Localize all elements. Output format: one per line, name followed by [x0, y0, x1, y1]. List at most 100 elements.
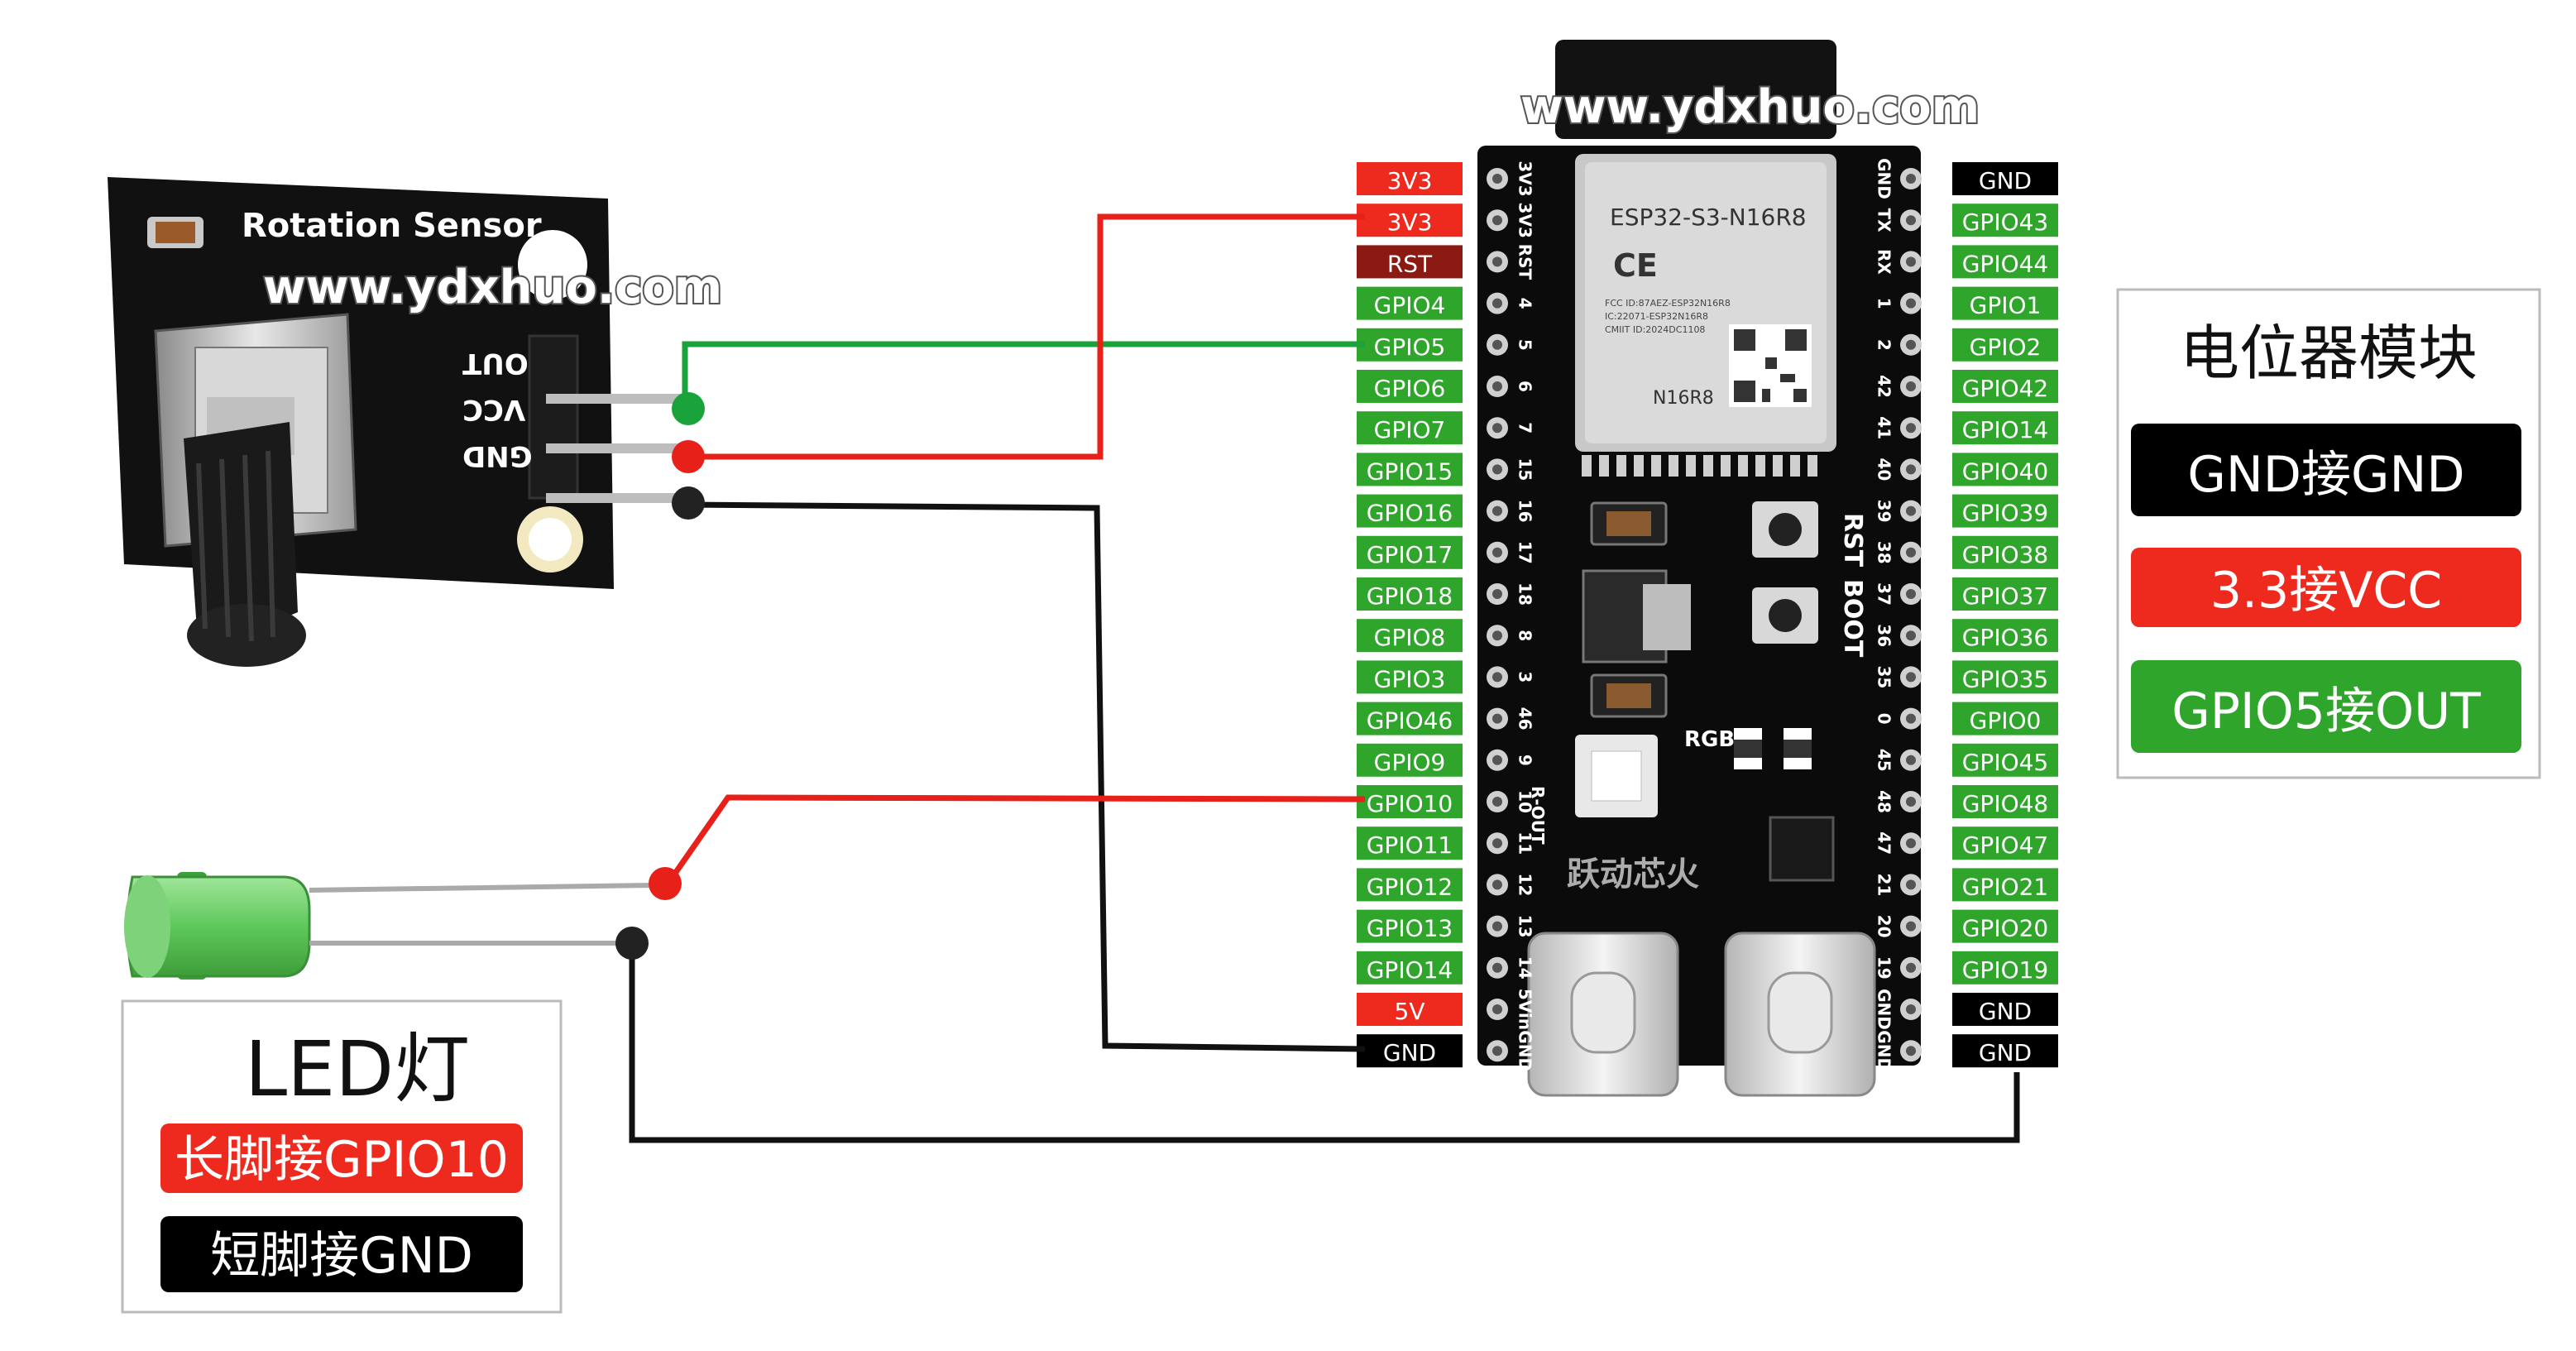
fcc-line-2: IC:22071-ESP32N16R8 — [1605, 311, 1708, 322]
left-silk-8: 16 — [1515, 500, 1535, 523]
pot-row-vcc-text: 3.3接VCC — [2210, 562, 2442, 620]
left-pin-label-15: GPIO10 — [1357, 785, 1463, 818]
pin-label-bg — [1952, 494, 2058, 528]
sensor-title: Rotation Sensor — [242, 207, 542, 245]
pin-label-text: GPIO14 — [1367, 956, 1453, 984]
left-silk-2: RST — [1515, 244, 1535, 280]
right-header-pin-14: 45 — [1875, 749, 1922, 772]
right-silk-21: GND — [1875, 1030, 1894, 1071]
left-pin-label-14: GPIO9 — [1357, 743, 1463, 777]
right-pin-label-20: GND — [1952, 993, 2058, 1026]
pin-label-text: GPIO6 — [1374, 375, 1446, 402]
left-header-pin-12: 3 — [1487, 666, 1535, 688]
led-panel: LED灯 长脚接GPIO10 短脚接GND — [121, 999, 563, 1314]
pin-label-bg — [1952, 577, 2058, 611]
pin-label-text: GPIO9 — [1374, 749, 1446, 776]
pin-label-bg — [1357, 328, 1463, 362]
pin-label-bg — [1952, 162, 2058, 195]
brand-text: 跃动芯火 — [1567, 855, 1699, 893]
pin-label-bg — [1357, 411, 1463, 445]
pin-label-text: RST — [1387, 250, 1433, 277]
pin-label-text: GPIO38 — [1962, 541, 2049, 568]
pot-panel-title: 电位器模块 — [2180, 319, 2478, 388]
right-header-pin-15: 48 — [1875, 790, 1922, 813]
fcc-line-1: FCC ID:87AEZ-ESP32N16R8 — [1605, 298, 1731, 309]
fcc-line-3: CMIIT ID:2024DC1108 — [1605, 324, 1705, 335]
left-silk-4: 5 — [1515, 339, 1535, 351]
pin-label-bg — [1952, 204, 2058, 237]
rgb-led-icon — [1575, 735, 1658, 817]
right-silk-18: 20 — [1875, 915, 1894, 938]
pin-label-text: GPIO11 — [1367, 831, 1453, 859]
left-silk-15: 10 — [1515, 790, 1535, 813]
left-silk-14: 9 — [1515, 755, 1535, 766]
left-header-pin-19: 14 — [1487, 956, 1535, 980]
sensor-header-pins — [546, 394, 685, 503]
right-pin-label-19: GPIO19 — [1952, 951, 2058, 985]
left-silk-17: 12 — [1515, 873, 1535, 896]
pin-label-text: GPIO13 — [1367, 915, 1453, 942]
pin-label-bg — [1952, 535, 2058, 569]
pin-label-text: GPIO0 — [1970, 707, 2042, 735]
left-header-pin-0: 3V3 — [1487, 160, 1535, 197]
left-header-pin-10: 18 — [1487, 582, 1535, 606]
left-silk-6: 7 — [1515, 422, 1535, 434]
right-silk-11: 36 — [1875, 624, 1894, 647]
right-silk-19: 19 — [1875, 956, 1894, 980]
left-pin-label-19: GPIO14 — [1357, 951, 1463, 985]
right-header-pin-5: 42 — [1875, 375, 1922, 398]
pin-label-bg — [1357, 909, 1463, 943]
left-pin-label-4: GPIO5 — [1357, 328, 1463, 362]
left-silk-12: 3 — [1515, 671, 1535, 683]
pin-label-bg — [1952, 993, 2058, 1026]
right-pin-label-11: GPIO36 — [1952, 619, 2058, 653]
led-component — [124, 872, 654, 980]
pin-label-bg — [1952, 868, 2058, 902]
left-pin-label-8: GPIO16 — [1357, 494, 1463, 528]
left-pin-label-9: GPIO17 — [1357, 535, 1463, 569]
wire-vcc-to-3v3 — [685, 213, 1365, 460]
right-pin-label-12: GPIO35 — [1952, 660, 2058, 694]
pin-label-text: GPIO42 — [1962, 375, 2049, 402]
pin-label-bg — [1357, 619, 1463, 653]
pin-label-text: GPIO46 — [1367, 707, 1453, 735]
left-silk-11: 8 — [1515, 630, 1535, 641]
right-pin-label-10: GPIO37 — [1952, 577, 2058, 611]
pin-label-bg — [1357, 993, 1463, 1026]
mount-hole-top — [518, 230, 587, 299]
left-header-pin-7: 15 — [1487, 458, 1535, 481]
left-header-pin-20: 5Vin — [1487, 989, 1535, 1030]
right-pin-label-1: GPIO43 — [1952, 204, 2058, 237]
sensor-pin-out-label: OUT — [462, 347, 529, 380]
rst-button[interactable] — [1752, 501, 1818, 558]
pin-label-text: GPIO10 — [1367, 790, 1453, 817]
pin-label-text: GPIO3 — [1374, 665, 1446, 692]
pin-label-bg — [1952, 453, 2058, 486]
pin-label-text: GPIO44 — [1962, 250, 2049, 277]
pin-label-text: GND — [1979, 167, 2032, 194]
boot-button[interactable] — [1752, 587, 1818, 644]
left-header-pin-21: GND — [1487, 1030, 1535, 1071]
watermark-sensor: www.ydxhuo.com — [263, 261, 722, 314]
right-header-pin-4: 2 — [1875, 333, 1922, 356]
right-silk-8: 39 — [1875, 500, 1894, 523]
left-silk-21: GND — [1515, 1030, 1535, 1071]
left-pin-label-6: GPIO7 — [1357, 411, 1463, 445]
left-pin-label-10: GPIO18 — [1357, 577, 1463, 611]
pin-label-text: GPIO15 — [1367, 458, 1453, 485]
led-panel-title: LED灯 — [245, 1025, 470, 1114]
pin-label-bg — [1357, 494, 1463, 528]
pin-label-bg — [1357, 702, 1463, 735]
left-pin-label-5: GPIO6 — [1357, 370, 1463, 403]
left-pin-label-1: 3V3 — [1357, 204, 1463, 237]
pin-label-bg — [1952, 328, 2058, 362]
esp32-board: ESP32-S3-N16R8 CE FCC ID:87AEZ-ESP32N16R… — [1477, 40, 1922, 1097]
junction-out — [672, 392, 705, 425]
right-silk-13: 0 — [1875, 713, 1894, 725]
right-silk-1: TX — [1875, 208, 1894, 233]
right-header-pin-0: GND — [1875, 158, 1922, 199]
left-pin-label-7: GPIO15 — [1357, 453, 1463, 486]
left-silk-19: 14 — [1515, 956, 1535, 980]
left-header-pin-13: 46 — [1487, 707, 1535, 731]
led-icon — [124, 872, 311, 980]
